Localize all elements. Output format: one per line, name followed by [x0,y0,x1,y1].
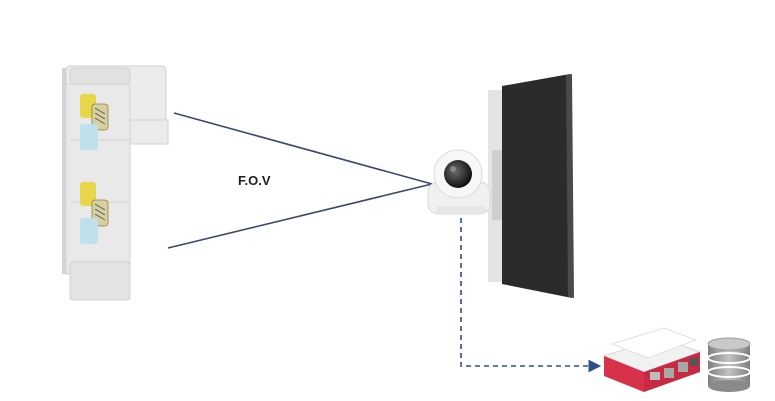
database-icon [707,337,751,392]
wall-mounted-tv-icon [488,74,574,298]
pillow-icon [80,182,109,244]
sofa-icon [62,65,169,301]
fov-label: F.O.V [238,173,271,188]
security-camera-icon [427,149,491,215]
fov-line-lower [167,183,433,249]
camera-to-pi-connection [460,218,602,373]
pillow-icon [80,94,109,150]
raspberry-pi-case-icon [602,327,702,392]
fov-line-upper [173,112,433,185]
